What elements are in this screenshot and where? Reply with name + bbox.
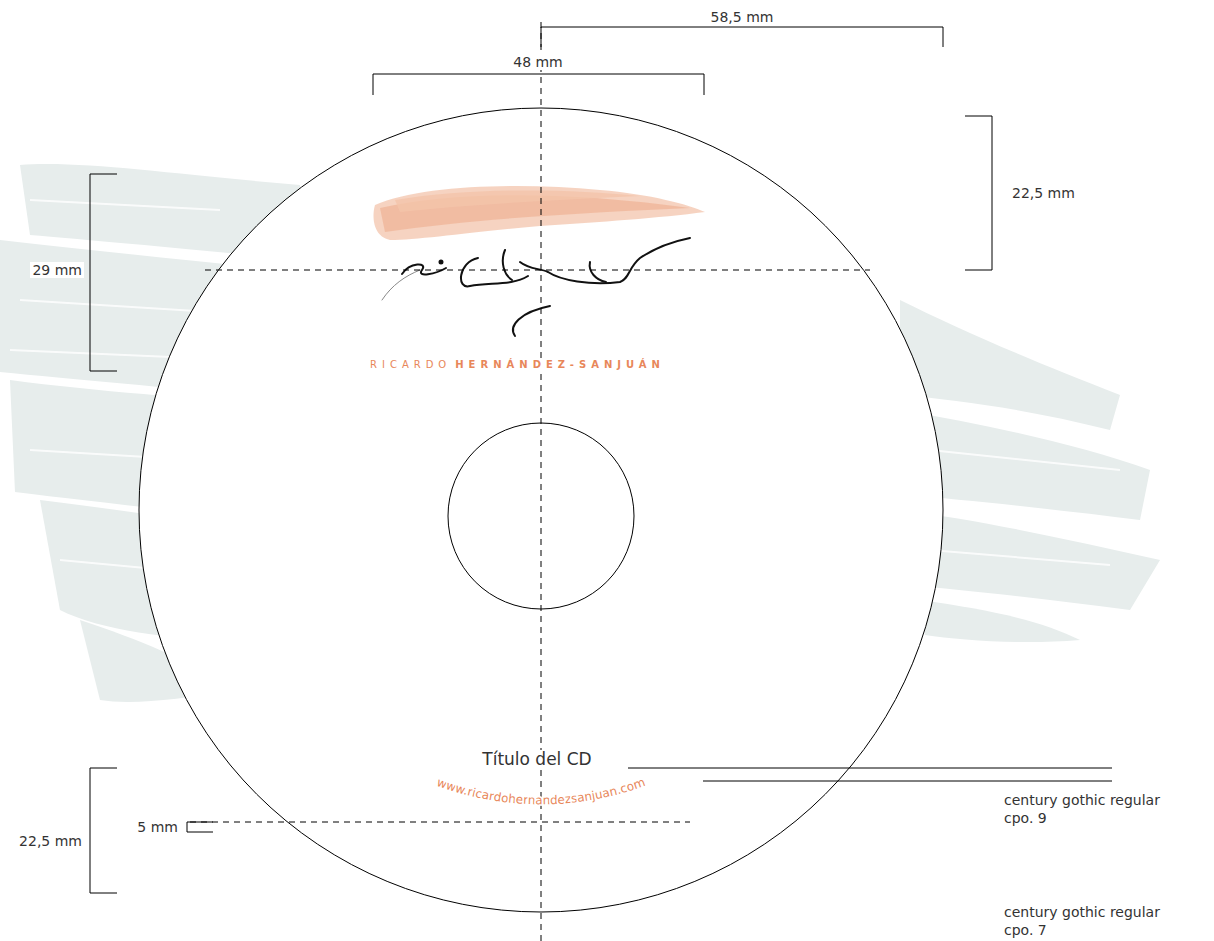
dimension-label: 48 mm (511, 54, 565, 70)
dimension-label: 22,5 mm (1010, 185, 1077, 201)
guide-lines (190, 22, 870, 941)
brand-name: RICARDO (368, 359, 453, 371)
dimension-brackets (90, 27, 1112, 893)
dimension-label: century gothic regular (1002, 792, 1162, 808)
dimension-label: cpo. 9 (1002, 810, 1049, 826)
dimension-label: 5 mm (135, 819, 180, 835)
dimension-label: 58,5 mm (709, 9, 776, 25)
title-text: Título del CD (480, 750, 593, 770)
dimension-label: cpo. 7 (1002, 922, 1049, 938)
url-text: www.ricardohernandezsanjuan.com (435, 775, 647, 807)
dimension-label: century gothic regular (1002, 904, 1162, 920)
brush-logo (374, 186, 705, 240)
disc-hole (448, 423, 634, 609)
dimension-label: 29 mm (30, 262, 84, 278)
brand-name: HERNÁNDEZ-SANJUÁN (453, 359, 667, 371)
dimension-label: 22,5 mm (17, 833, 84, 849)
signature (382, 238, 690, 336)
